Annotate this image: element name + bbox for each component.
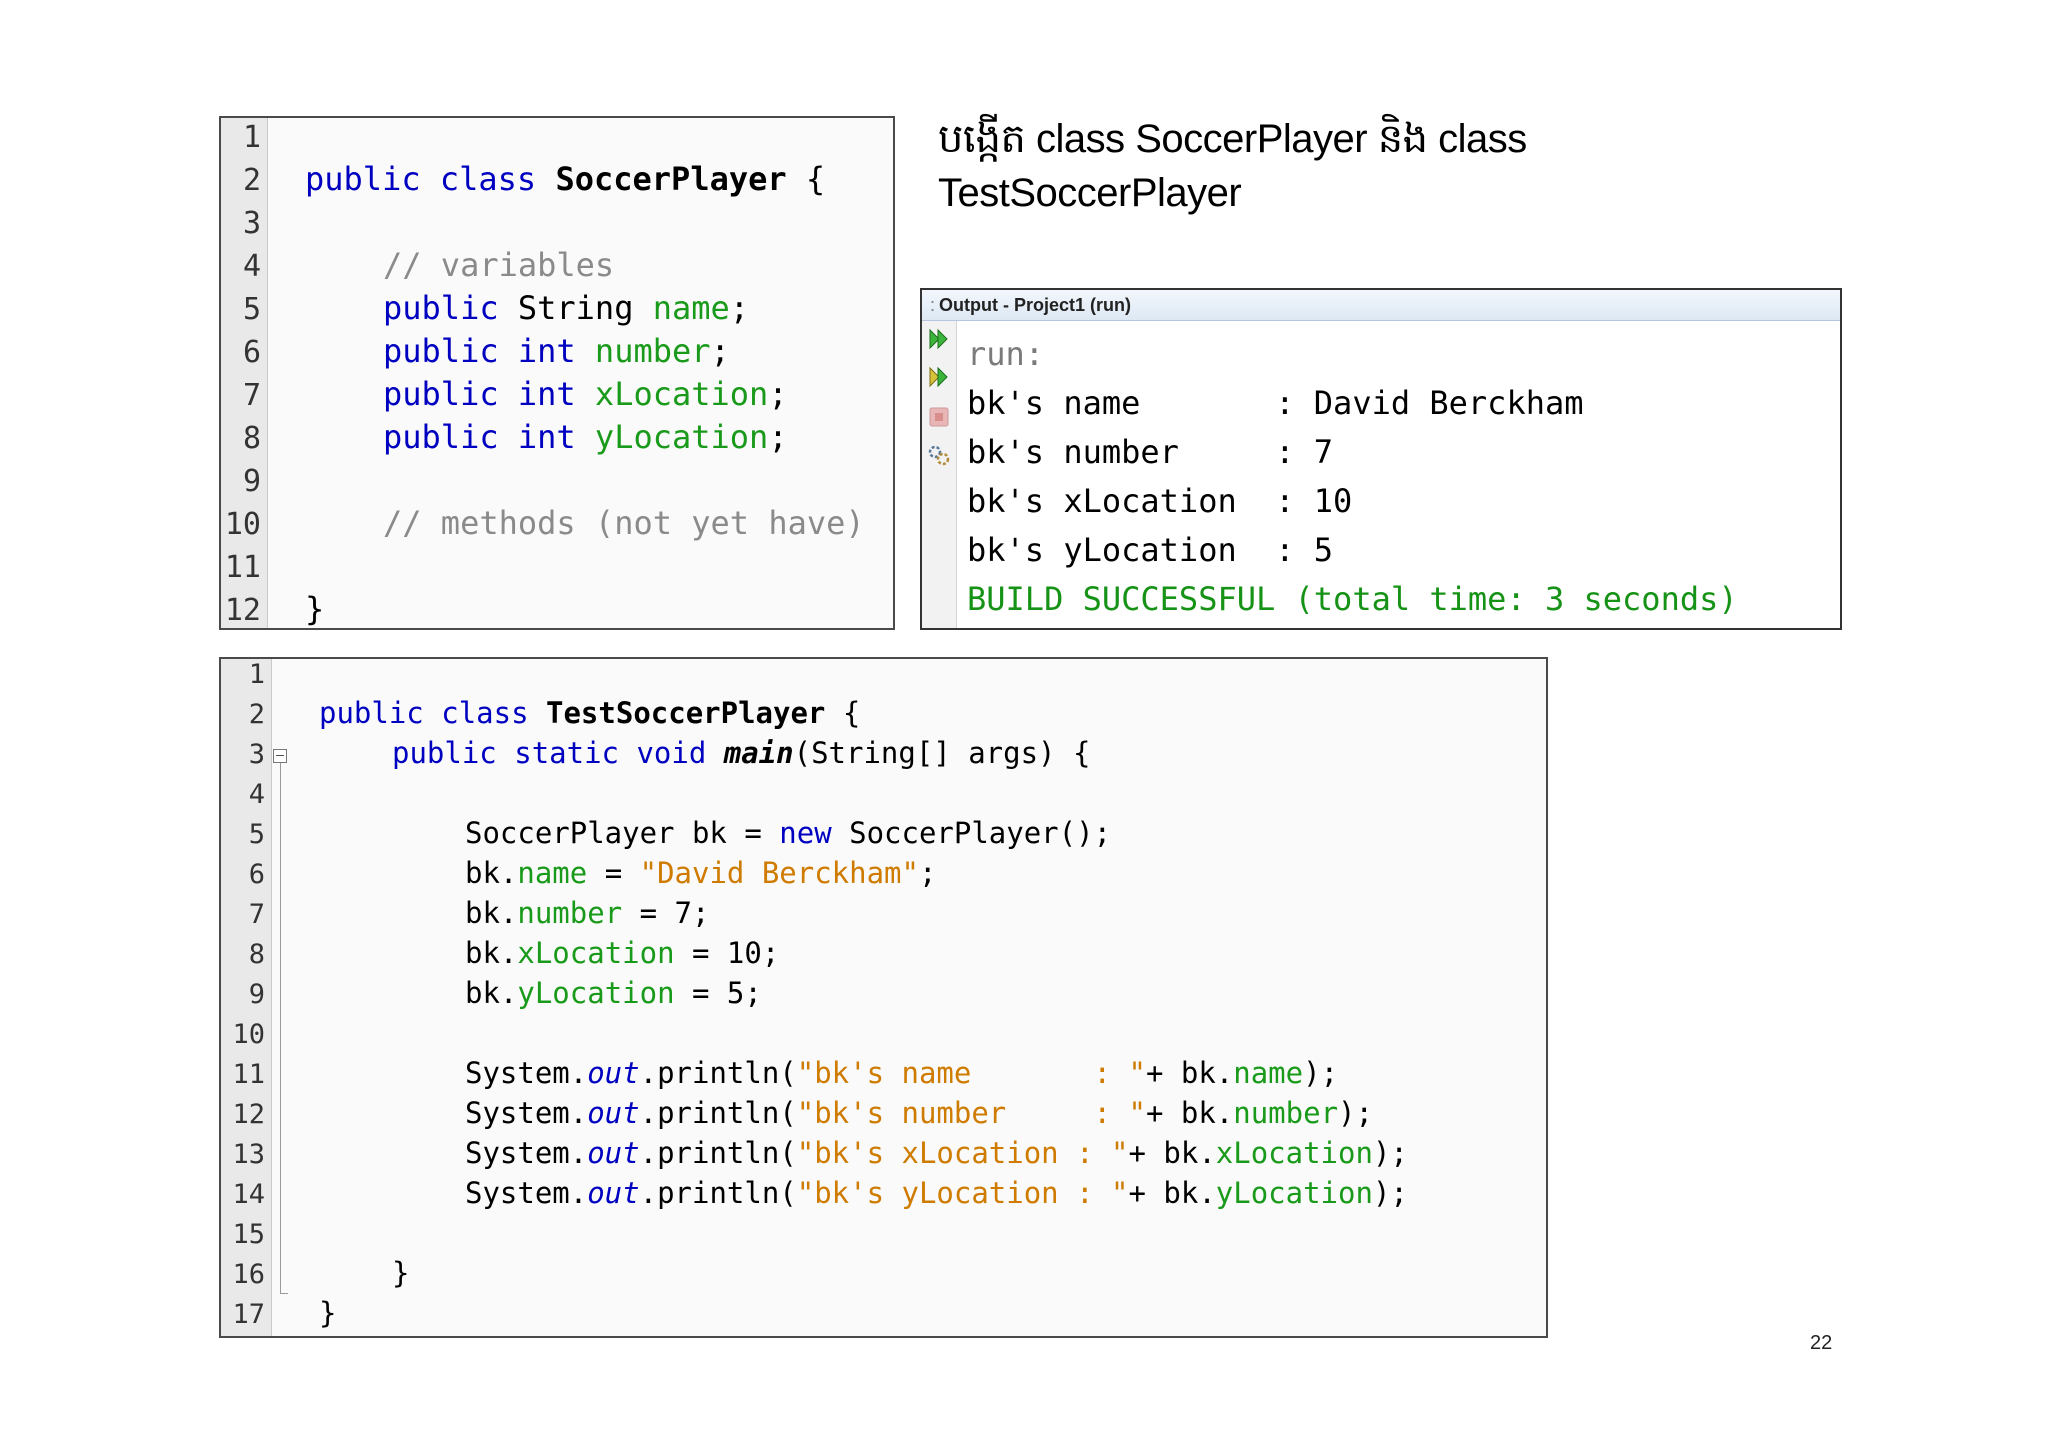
line-number: 4	[248, 779, 265, 810]
code-line-field: public String name;	[383, 289, 750, 327]
output-line: bk's number : 7	[967, 433, 1334, 471]
line-number: 3	[242, 206, 261, 241]
code-line-assignment: bk.yLocation = 5;	[465, 976, 762, 1010]
build-status-line: BUILD SUCCESSFUL (total time: 3 seconds)	[967, 580, 1738, 618]
soccerplayer-code-panel: 1 2 3 4 5 6 7 8 9 10 11 12 public class …	[219, 116, 895, 630]
slide-heading: បង្កើត class SoccerPlayer និង class Test…	[938, 112, 1698, 220]
line-number: 4	[242, 249, 261, 284]
code-line-instantiation: SoccerPlayer bk = new SoccerPlayer();	[465, 816, 1112, 850]
code-line-class-declaration: public class TestSoccerPlayer {	[319, 696, 861, 730]
code-line-field: public int number;	[383, 332, 730, 370]
line-number: 9	[242, 464, 261, 499]
line-number: 7	[248, 899, 265, 930]
fold-guide-end	[280, 1293, 288, 1294]
code-line-comment: // variables	[383, 246, 615, 284]
line-number: 3	[248, 739, 265, 770]
line-number: 6	[248, 859, 265, 890]
output-toolbar	[922, 321, 957, 628]
line-number: 5	[248, 819, 265, 850]
code-line-field: public int xLocation;	[383, 375, 788, 413]
line-number: 10	[224, 507, 261, 542]
heading-line-1: បង្កើត class SoccerPlayer និង class	[938, 117, 1527, 161]
rerun-with-options-icon[interactable]	[927, 365, 951, 389]
rerun-icon[interactable]	[927, 327, 951, 351]
code-line-comment: // methods (not yet have)	[383, 504, 865, 542]
line-number: 11	[224, 550, 261, 585]
line-number: 6	[242, 335, 261, 370]
line-number: 1	[242, 120, 261, 155]
line-number: 1	[248, 659, 265, 690]
page-number: 22	[1810, 1332, 1833, 1354]
line-number: 17	[232, 1299, 265, 1330]
line-number-gutter: 1 2 3 4 5 6 7 8 9 10 11 12	[221, 118, 268, 628]
fold-guide-line	[280, 763, 281, 1293]
code-line-closing-brace: }	[392, 1256, 410, 1290]
code-line-println: System.out.println("bk's name : "+ bk.na…	[465, 1056, 1339, 1090]
line-number: 8	[242, 421, 261, 456]
line-number: 7	[242, 378, 261, 413]
code-line-assignment: bk.number = 7;	[465, 896, 710, 930]
output-title: Output - Project1 (run)	[939, 295, 1132, 315]
line-number: 8	[248, 939, 265, 970]
line-number: 15	[232, 1219, 265, 1250]
code-line-field: public int yLocation;	[383, 418, 788, 456]
line-number: 2	[242, 163, 261, 198]
output-line: bk's yLocation : 5	[967, 531, 1334, 569]
line-number-gutter: 1 2 3 4 5 6 7 8 9 10 11 12 13 14 15 16 1…	[221, 659, 272, 1336]
line-number: 12	[232, 1099, 265, 1130]
line-number: 12	[224, 593, 261, 628]
code-line-class-declaration: public class SoccerPlayer {	[305, 160, 826, 198]
stop-icon[interactable]	[927, 405, 951, 429]
code-line-println: System.out.println("bk's yLocation : "+ …	[465, 1176, 1408, 1210]
fold-toggle-icon[interactable]	[273, 749, 287, 763]
drag-grip[interactable]: :	[930, 295, 936, 315]
output-line: bk's xLocation : 10	[967, 482, 1353, 520]
line-number: 10	[232, 1019, 265, 1050]
code-line-closing-brace: }	[319, 1296, 337, 1330]
line-number: 13	[232, 1139, 265, 1170]
line-number: 9	[248, 979, 265, 1010]
output-line: bk's name : David Berckham	[967, 384, 1584, 422]
line-number: 5	[242, 292, 261, 327]
code-line-println: System.out.println("bk's number : "+ bk.…	[465, 1096, 1373, 1130]
settings-icon[interactable]	[927, 443, 951, 467]
output-title-bar: :Output - Project1 (run)	[922, 290, 1840, 321]
code-line-println: System.out.println("bk's xLocation : "+ …	[465, 1136, 1408, 1170]
line-number: 14	[232, 1179, 265, 1210]
code-line-closing-brace: }	[305, 590, 325, 628]
code-line-assignment: bk.xLocation = 10;	[465, 936, 780, 970]
line-number: 11	[232, 1059, 265, 1090]
code-line-assignment: bk.name = "David Berckham";	[465, 856, 937, 890]
line-number: 16	[232, 1259, 265, 1290]
output-window: :Output - Project1 (run) run: bk's name …	[920, 288, 1842, 630]
line-number: 2	[248, 699, 265, 730]
code-line-main-method: public static void main(String[] args) {	[392, 736, 1091, 770]
heading-line-2: TestSoccerPlayer	[938, 171, 1242, 215]
testsoccerplayer-code-panel: 1 2 3 4 5 6 7 8 9 10 11 12 13 14 15 16 1…	[219, 657, 1548, 1338]
output-line: run:	[967, 335, 1045, 373]
